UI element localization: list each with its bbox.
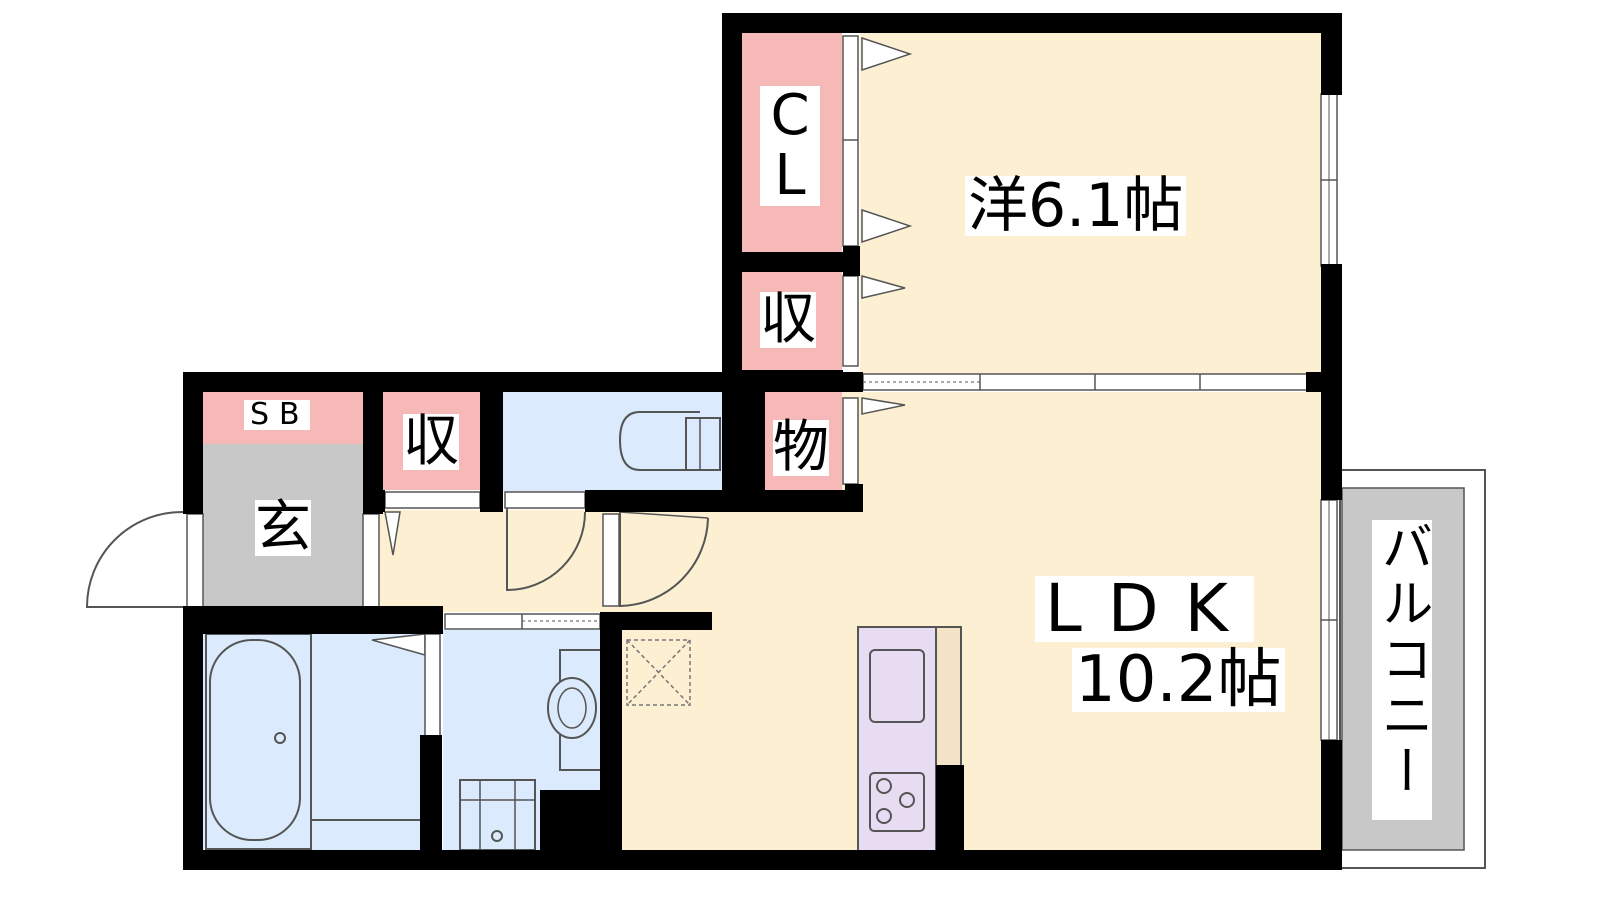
sink-basin (869, 649, 925, 723)
mono-storage-label: 物 (773, 415, 829, 480)
entrance-door-swing (85, 510, 186, 608)
storage-hall-label: 収 (403, 409, 459, 474)
toilet-door-swing (506, 496, 586, 592)
stove-burner-1 (876, 778, 892, 794)
bathtub-drain (274, 732, 286, 744)
closet-label-text: CL (770, 83, 810, 208)
storage-hall-door (384, 511, 401, 556)
fridge-space (626, 639, 691, 706)
ldk-name-label: LDK (1035, 576, 1254, 642)
toilet-bowl (618, 411, 700, 471)
entrance-label: 玄 (255, 495, 311, 560)
closet-door-upper (861, 36, 913, 72)
stove-burner-3 (876, 808, 892, 824)
western-room-label: 洋6.1帖 (965, 176, 1187, 236)
shoe-box-label: SB (244, 400, 310, 430)
bathtub-inner (209, 639, 301, 841)
mono-storage-door (861, 397, 906, 415)
balcony-label-text: バルコニー (1372, 520, 1432, 800)
ldk-door-swing (619, 512, 709, 608)
hallway-floor (380, 510, 620, 612)
closet-door-lower (861, 208, 913, 244)
washbasin (547, 677, 597, 739)
kitchen-side-shelf (935, 626, 962, 768)
storage-bedroom-label: 収 (760, 287, 816, 352)
stove-burner-2 (899, 792, 915, 808)
storage-bedroom-door (861, 275, 906, 299)
ldk-size-label: 10.2帖 (1072, 648, 1285, 712)
toilet-tank (685, 417, 721, 471)
walls (183, 13, 1342, 870)
balcony-label: バルコニー (1372, 520, 1432, 820)
stove-frame (869, 772, 925, 832)
closet-label: CL (760, 86, 820, 206)
